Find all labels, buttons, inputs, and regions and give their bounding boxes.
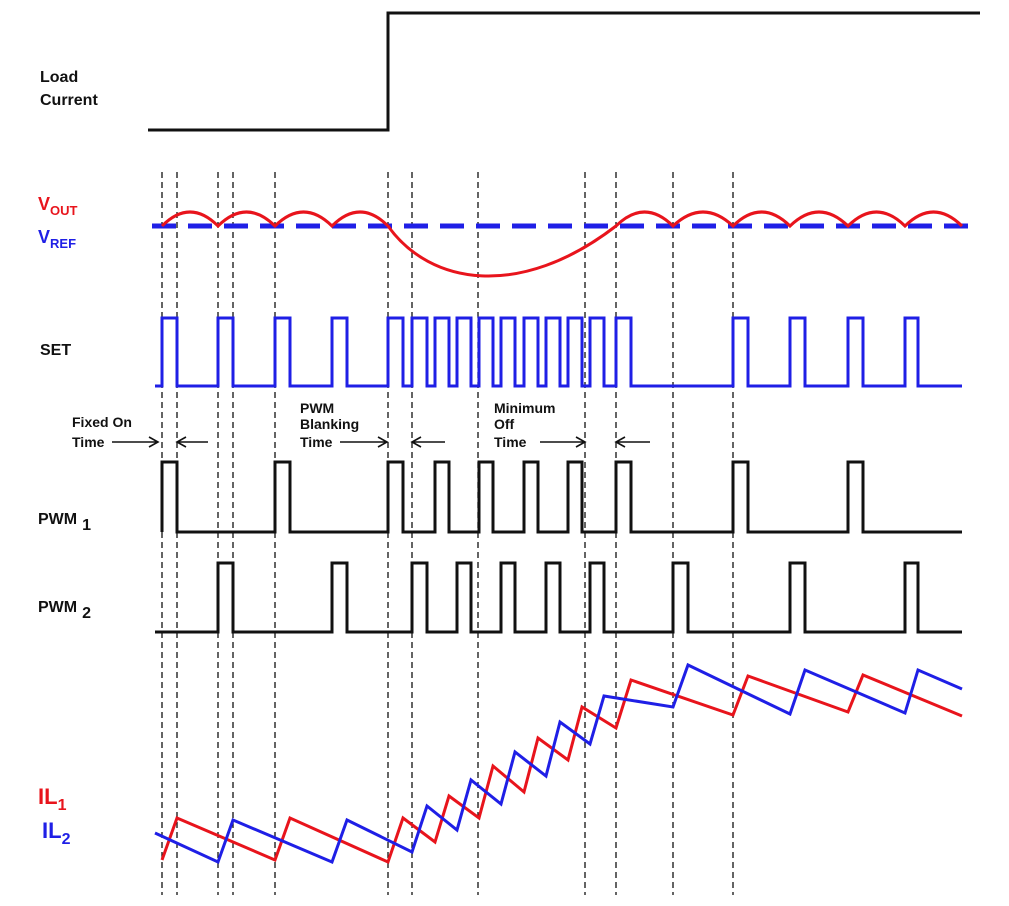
set-label: SET bbox=[40, 342, 71, 359]
pwm2-label: PWM 2 bbox=[38, 599, 91, 622]
pwm-blanking-line3: Time bbox=[300, 434, 333, 450]
pwm-blanking-arrow-left bbox=[410, 436, 445, 448]
load-current-label-line2: Current bbox=[40, 92, 98, 109]
vout-label: VOUT bbox=[38, 194, 78, 218]
minimum-off-line1: Minimum bbox=[494, 400, 555, 416]
vref-label-main: V bbox=[38, 227, 50, 247]
il1-label: IL1 bbox=[38, 784, 67, 814]
load-current-label-line1: Load bbox=[40, 69, 78, 86]
il1-label-main: IL bbox=[38, 784, 58, 809]
pwm1-label-main: PWM bbox=[38, 511, 77, 528]
minimum-off-line3: Time bbox=[494, 434, 527, 450]
minimum-off-arrow-right bbox=[540, 436, 587, 448]
pwm1-row: PWM 1 bbox=[38, 460, 962, 534]
annotations: Fixed On Time PWM Blanking Time Minimum … bbox=[72, 400, 650, 450]
minimum-off-arrow-left bbox=[614, 436, 650, 448]
vref-label-sub: REF bbox=[50, 236, 76, 251]
fixed-on-arrow-right bbox=[112, 436, 160, 448]
il1-label-sub: 1 bbox=[58, 797, 67, 814]
vout-label-sub: OUT bbox=[50, 203, 78, 218]
fixed-on-line1: Fixed On bbox=[72, 414, 132, 430]
pwm-blanking-line2: Blanking bbox=[300, 416, 359, 432]
fixed-on-arrow-left bbox=[175, 436, 208, 448]
vref-label: VREF bbox=[38, 227, 76, 251]
il2-waveform bbox=[154, 662, 963, 865]
pwm2-label-main: PWM bbox=[38, 599, 77, 616]
pwm-blanking-line1: PWM bbox=[300, 400, 334, 416]
set-row: SET bbox=[40, 316, 962, 388]
load-current-waveform bbox=[148, 11, 980, 132]
il2-label-main: IL bbox=[42, 818, 62, 843]
pwm2-waveform bbox=[155, 561, 962, 634]
pwm2-row: PWM 2 bbox=[38, 561, 962, 634]
pwm2-label-sub: 2 bbox=[82, 605, 91, 622]
load-current-row: Load Current bbox=[40, 11, 980, 132]
fixed-on-line2: Time bbox=[72, 434, 105, 450]
il2-label: IL2 bbox=[42, 818, 71, 848]
vout-label-main: V bbox=[38, 194, 50, 214]
il2-label-sub: 2 bbox=[62, 831, 71, 848]
set-waveform bbox=[155, 316, 962, 388]
pwm1-waveform bbox=[160, 460, 962, 534]
minimum-off-line2: Off bbox=[494, 416, 515, 432]
pwm-blanking-arrow-right bbox=[340, 436, 389, 448]
pwm1-label: PWM 1 bbox=[38, 511, 91, 534]
vout-waveform bbox=[160, 210, 964, 278]
pwm1-label-sub: 1 bbox=[82, 517, 91, 534]
inductor-current-row: IL1 IL2 bbox=[38, 662, 963, 865]
vout-vref-row: VOUT VREF bbox=[38, 194, 980, 278]
il1-waveform bbox=[160, 673, 963, 865]
